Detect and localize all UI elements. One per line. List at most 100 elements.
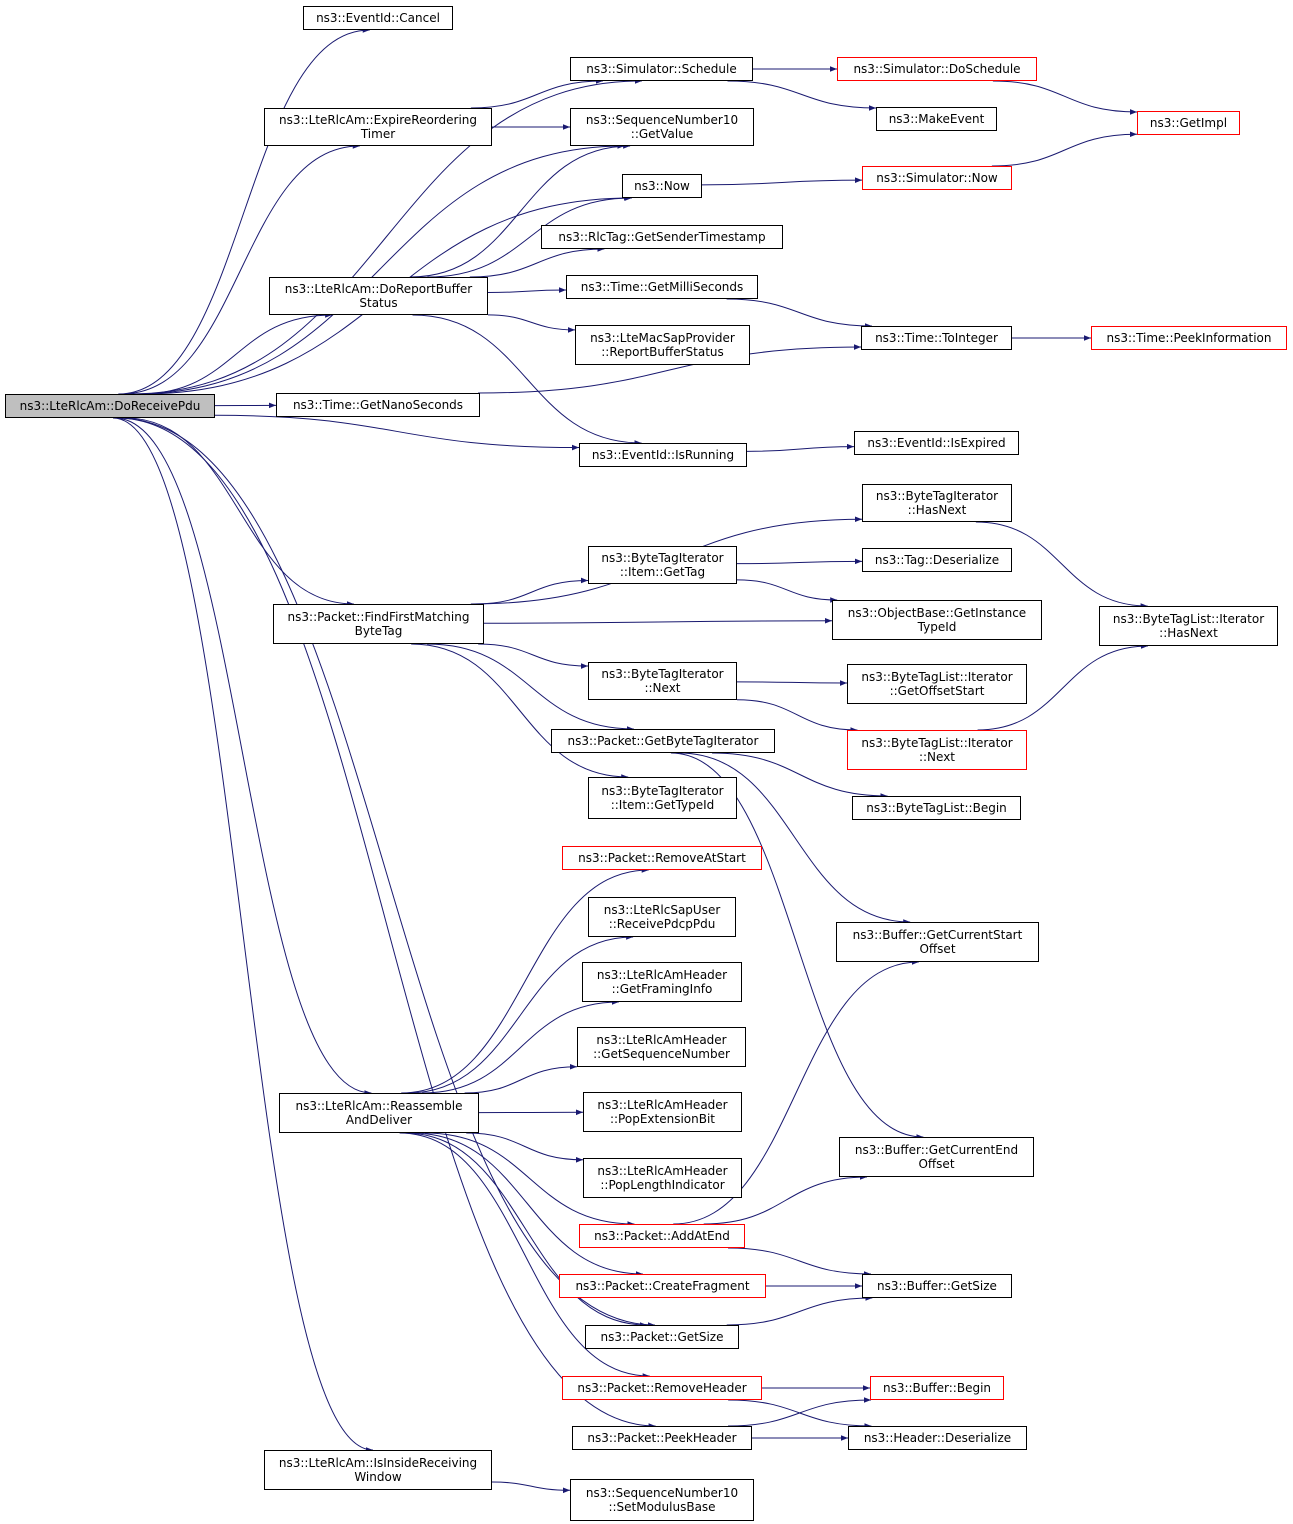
node-btnext[interactable]: ns3::ByteTagIterator::Next xyxy=(588,662,737,700)
node-label: ::Next xyxy=(918,750,956,764)
edge-itemgettag-to-tagdeser xyxy=(736,558,863,565)
node-label: ns3::LteRlcAmHeader xyxy=(596,1033,727,1047)
node-label: ::PopLengthIndicator xyxy=(600,1178,725,1192)
node-label: ns3::ByteTagList::Iterator xyxy=(1112,612,1265,626)
node-cancel[interactable]: ns3::EventId::Cancel xyxy=(303,6,453,30)
node-rlctag[interactable]: ns3::RlcTag::GetSenderTimestamp xyxy=(541,225,783,249)
node-label: ns3::ByteTagIterator xyxy=(601,784,724,798)
edge-addatend-to-bufend xyxy=(703,1174,868,1225)
node-label: ns3::LteRlcSapUser xyxy=(603,903,721,917)
node-doschedule[interactable]: ns3::Simulator::DoSchedule xyxy=(837,57,1037,81)
node-bufgetsize[interactable]: ns3::Buffer::GetSize xyxy=(862,1274,1012,1298)
edge-root-to-peekheader xyxy=(116,417,656,1429)
node-peekheader[interactable]: ns3::Packet::PeekHeader xyxy=(572,1426,752,1450)
edge-root-to-seqgetvalue xyxy=(133,143,625,395)
node-removeheader[interactable]: ns3::Packet::RemoveHeader xyxy=(562,1376,762,1400)
node-schedule[interactable]: ns3::Simulator::Schedule xyxy=(570,57,753,81)
edge-root-to-cancel xyxy=(118,27,370,395)
edge-doschedule-to-getimpl xyxy=(992,80,1138,115)
node-label: ns3::EventId::IsRunning xyxy=(591,448,735,462)
node-label: ns3::Buffer::Begin xyxy=(882,1381,992,1395)
node-label: ns3::LteRlcAm::DoReceivePdu xyxy=(19,399,201,413)
node-seqnum[interactable]: ns3::LteRlcAmHeader::GetSequenceNumber xyxy=(577,1027,746,1067)
node-label: ns3::Now xyxy=(634,179,690,193)
node-btlhasnext[interactable]: ns3::ByteTagList::Iterator::HasNext xyxy=(1099,606,1278,646)
edge-doreport-to-seqgetvalue xyxy=(410,143,631,278)
node-tointeger[interactable]: ns3::Time::ToInteger xyxy=(861,326,1012,350)
edge-findfirst-to-getbti xyxy=(427,643,634,732)
node-addatend[interactable]: ns3::Packet::AddAtEnd xyxy=(579,1224,745,1248)
edge-doreport-to-rlctag xyxy=(469,246,605,278)
node-poplen[interactable]: ns3::LteRlcAmHeader::PopLengthIndicator xyxy=(583,1158,742,1198)
node-label: ns3::LteRlcAmHeader xyxy=(597,1164,728,1178)
node-now[interactable]: ns3::Now xyxy=(622,174,702,198)
node-label: ns3::ByteTagList::Iterator xyxy=(861,736,1013,750)
node-btlnext[interactable]: ns3::ByteTagList::Iterator::Next xyxy=(847,730,1027,770)
node-bthasnext[interactable]: ns3::ByteTagIterator::HasNext xyxy=(862,484,1012,522)
node-label: ns3::Tag::Deserialize xyxy=(874,553,1000,567)
node-makeevent[interactable]: ns3::MakeEvent xyxy=(876,107,997,131)
edge-doreport-to-now xyxy=(427,195,632,278)
edge-root-to-expire xyxy=(121,143,360,395)
node-getbti[interactable]: ns3::Packet::GetByteTagIterator xyxy=(551,729,775,753)
edge-root-to-doreport xyxy=(139,312,333,395)
node-isexpired[interactable]: ns3::EventId::IsExpired xyxy=(854,431,1019,455)
node-root[interactable]: ns3::LteRlcAm::DoReceivePdu xyxy=(5,394,215,418)
node-popext[interactable]: ns3::LteRlcAmHeader::PopExtensionBit xyxy=(583,1092,742,1132)
node-macsap[interactable]: ns3::LteMacSapProvider::ReportBufferStat… xyxy=(575,325,750,365)
node-getns[interactable]: ns3::Time::GetNanoSeconds xyxy=(276,393,480,417)
node-pktgetsize[interactable]: ns3::Packet::GetSize xyxy=(585,1325,739,1349)
node-peekinfo[interactable]: ns3::Time::PeekInformation xyxy=(1091,326,1287,350)
edge-findfirst-to-btnext xyxy=(478,643,589,669)
node-rcvpdcp[interactable]: ns3::LteRlcSapUser::ReceivePdcpPdu xyxy=(588,897,736,937)
node-itemgettag[interactable]: ns3::ByteTagIterator::Item::GetTag xyxy=(588,546,737,584)
node-label: ns3::Time::ToInteger xyxy=(875,331,998,345)
node-label: ns3::Packet::RemoveAtStart xyxy=(578,851,746,865)
edge-addatend-to-bufgetsize xyxy=(727,1247,872,1277)
node-removeatstart[interactable]: ns3::Packet::RemoveAtStart xyxy=(562,846,762,870)
node-itemgettypeid[interactable]: ns3::ByteTagIterator::Item::GetTypeId xyxy=(588,777,737,819)
node-bufbegin[interactable]: ns3::Buffer::Begin xyxy=(870,1376,1004,1400)
node-label: ns3::Packet::PeekHeader xyxy=(587,1431,737,1445)
node-createfrag[interactable]: ns3::Packet::CreateFragment xyxy=(559,1274,766,1298)
node-label: ns3::ObjectBase::GetInstance xyxy=(847,606,1027,620)
node-label: Timer xyxy=(360,127,396,141)
edge-reassemble-to-removeatstart xyxy=(401,867,649,1094)
node-label: ns3::Packet::FindFirstMatching xyxy=(287,610,470,624)
node-isrunning[interactable]: ns3::EventId::IsRunning xyxy=(579,443,747,467)
node-label: ns3::SequenceNumber10 xyxy=(585,113,739,127)
edge-root-to-isrunning xyxy=(214,414,580,451)
node-framing[interactable]: ns3::LteRlcAmHeader::GetFramingInfo xyxy=(582,962,742,1002)
node-seqgetvalue[interactable]: ns3::SequenceNumber10::GetValue xyxy=(570,108,754,146)
edge-doreport-to-isrunning xyxy=(412,314,642,446)
node-setmod[interactable]: ns3::SequenceNumber10::SetModulusBase xyxy=(570,1479,754,1521)
node-label: ::GetSequenceNumber xyxy=(593,1047,730,1061)
node-label: ns3::Time::PeekInformation xyxy=(1106,331,1272,345)
edge-getns-to-tointeger xyxy=(478,344,862,394)
edge-simnow-to-getimpl xyxy=(991,131,1138,167)
edge-reassemble-to-framing xyxy=(422,999,619,1094)
edge-reassemble-to-addatend xyxy=(425,1132,635,1227)
node-hdrdeser[interactable]: ns3::Header::Deserialize xyxy=(848,1426,1027,1450)
node-btlbegin[interactable]: ns3::ByteTagList::Begin xyxy=(852,796,1021,820)
node-label: ns3::EventId::Cancel xyxy=(316,11,440,25)
node-tagdeser[interactable]: ns3::Tag::Deserialize xyxy=(862,548,1012,572)
edge-getbti-to-bufstart xyxy=(679,752,911,925)
node-btloffset[interactable]: ns3::ByteTagList::Iterator::GetOffsetSta… xyxy=(847,664,1027,704)
node-label: ns3::LteRlcAm::DoReportBuffer xyxy=(284,282,473,296)
node-label: ns3::ByteTagIterator xyxy=(601,551,724,565)
node-simnow[interactable]: ns3::Simulator::Now xyxy=(862,166,1012,190)
node-getms[interactable]: ns3::Time::GetMilliSeconds xyxy=(566,275,758,299)
node-getimpl[interactable]: ns3::GetImpl xyxy=(1137,111,1240,135)
node-label: ns3::ByteTagIterator xyxy=(601,667,724,681)
edge-reassemble-to-pktgetsize xyxy=(404,1132,647,1328)
edge-itemgettag-to-objbase xyxy=(736,579,838,603)
